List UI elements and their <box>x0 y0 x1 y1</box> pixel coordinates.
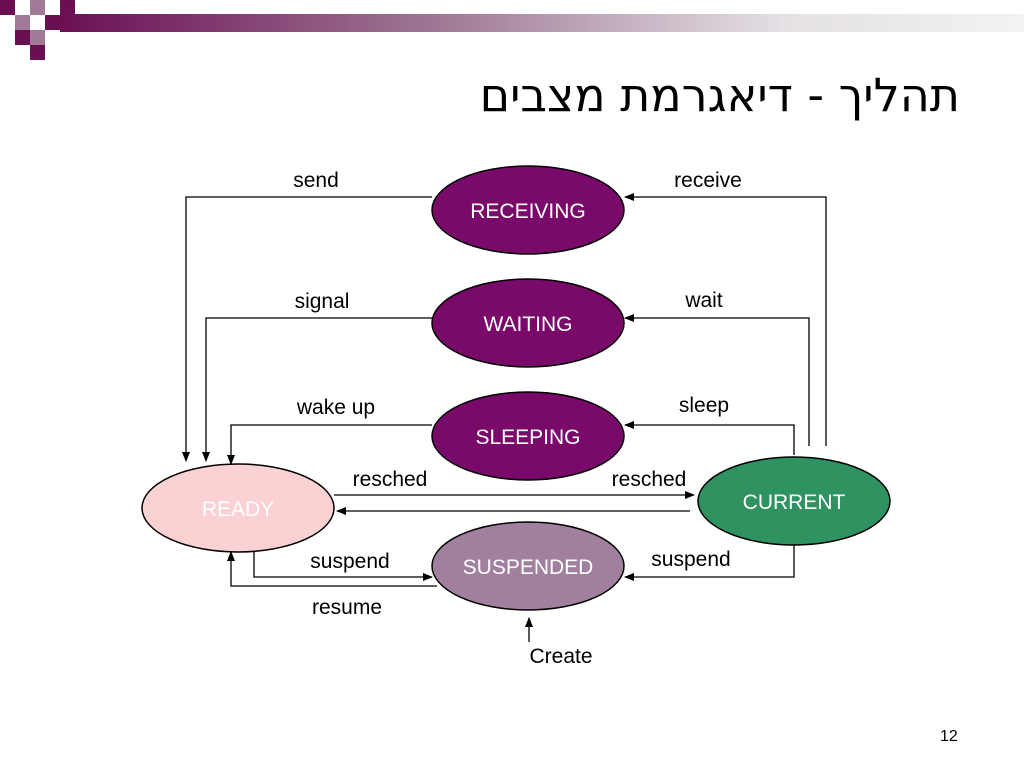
label-suspend-ready: suspend <box>310 550 389 573</box>
arrow-sleep <box>624 421 795 455</box>
label-suspend-current: suspend <box>651 548 730 571</box>
state-suspended-label: SUSPENDED <box>463 556 594 579</box>
label-send: send <box>293 169 339 192</box>
arrow-send <box>182 196 432 462</box>
corner-square-dark <box>30 45 45 60</box>
state-current <box>697 456 891 546</box>
corner-square-dark <box>15 30 30 45</box>
label-receive: receive <box>674 169 742 192</box>
state-sleeping-label: SLEEPING <box>475 426 580 449</box>
arrow-resume <box>227 551 437 587</box>
corner-square-light <box>30 0 45 15</box>
state-receiving <box>431 165 625 255</box>
arrow-wait <box>624 314 810 446</box>
state-suspended <box>431 521 625 611</box>
corner-square-dark <box>45 15 60 30</box>
arrow-suspend-from-current <box>624 542 795 581</box>
label-resched-current: resched <box>612 468 687 491</box>
label-resume: resume <box>312 596 382 619</box>
corner-square-light <box>15 15 30 30</box>
state-ready <box>141 463 335 553</box>
arrow-signal <box>202 317 432 462</box>
label-wake-up: wake up <box>296 396 375 419</box>
state-receiving-label: RECEIVING <box>470 200 586 223</box>
label-create: Create <box>529 645 592 668</box>
state-sleeping <box>431 391 625 481</box>
arrow-wake-up <box>227 424 432 465</box>
slide-title: תהליך - דיאגרמת מצבים <box>479 68 960 122</box>
arrow-suspend-from-ready <box>253 548 433 581</box>
state-waiting <box>431 278 625 368</box>
title-gradient-bar <box>60 14 1024 32</box>
label-signal: signal <box>295 290 350 313</box>
label-wait: wait <box>684 289 723 312</box>
page-number: 12 <box>940 728 958 745</box>
state-ready-label: READY <box>202 498 274 521</box>
label-sleep: sleep <box>679 394 729 417</box>
state-current-label: CURRENT <box>743 491 846 514</box>
label-resched-ready: resched <box>353 468 428 491</box>
arrow-receive <box>624 193 827 446</box>
corner-square-light <box>30 30 45 45</box>
corner-square-dark <box>60 0 75 15</box>
state-waiting-label: WAITING <box>483 313 572 336</box>
corner-square-dark <box>0 0 15 15</box>
